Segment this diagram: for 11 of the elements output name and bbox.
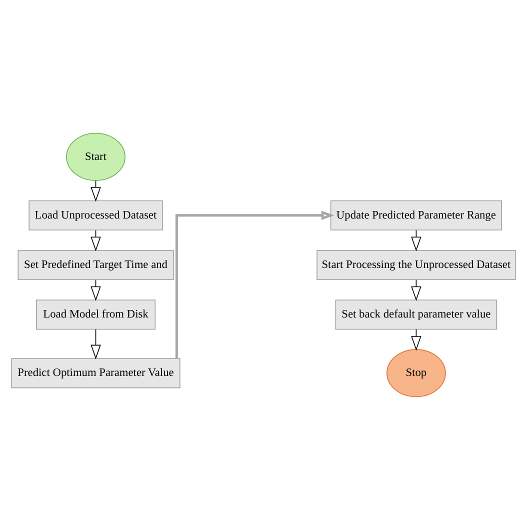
node-ellipse: Start	[66, 132, 126, 181]
node-box: Set back default parameter value	[335, 300, 498, 330]
arrow	[90, 328, 101, 360]
arrow	[175, 210, 334, 358]
node-box: Load Model from Disk	[36, 300, 156, 330]
node-ellipse: Stop	[386, 349, 446, 398]
node-box: Set Predefined Target Time and	[18, 250, 174, 280]
node-box: Start Processing the Unprocessed Dataset	[316, 250, 516, 280]
node-box: Load Unprocessed Dataset	[28, 200, 163, 230]
node-box: Predict Optimum Parameter Value	[11, 358, 180, 388]
node-box: Update Predicted Parameter Range	[330, 200, 502, 230]
